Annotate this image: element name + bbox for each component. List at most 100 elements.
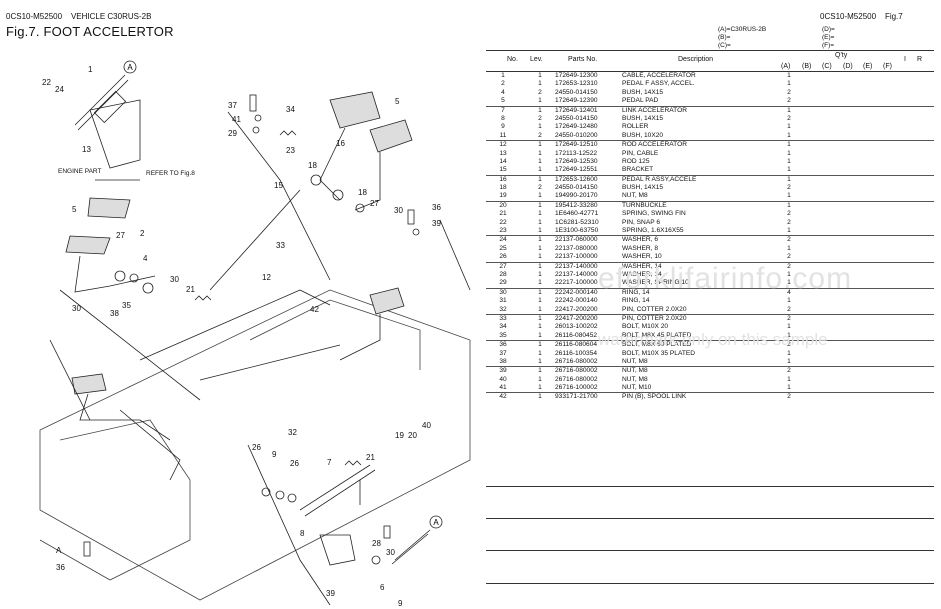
item-number: 15 bbox=[499, 166, 507, 174]
item-number: 2 bbox=[501, 80, 505, 88]
blank-rule bbox=[486, 550, 934, 551]
level: 1 bbox=[538, 123, 542, 131]
part-number: 172649-12300 bbox=[555, 72, 598, 79]
description: PEDAL PAD bbox=[622, 97, 659, 105]
item-number: 37 bbox=[499, 349, 507, 357]
item-number: 9 bbox=[501, 123, 505, 131]
balloon-a-top bbox=[123, 60, 137, 74]
level: 1 bbox=[538, 323, 542, 331]
table-top-rule bbox=[486, 50, 934, 51]
level: 1 bbox=[538, 305, 542, 313]
level: 1 bbox=[538, 253, 542, 261]
description: BUSH, 14X15 bbox=[622, 184, 664, 192]
qty-a: 1 bbox=[787, 131, 791, 139]
part-callout: 24 bbox=[55, 85, 64, 94]
part-callout: 30 bbox=[170, 275, 179, 284]
qty-a: 2 bbox=[787, 262, 791, 270]
part-number: 26716-080002 bbox=[555, 357, 598, 365]
col-header-qty-d: (D) bbox=[843, 63, 853, 70]
item-number: 27 bbox=[499, 262, 507, 270]
part-number: 22137-140000 bbox=[555, 262, 598, 270]
part-callout: 19 bbox=[395, 431, 404, 440]
item-number: 29 bbox=[499, 279, 507, 287]
model-legend-right: (D)= (E)= (F)= bbox=[822, 26, 835, 50]
level: 1 bbox=[538, 262, 542, 270]
level: 1 bbox=[538, 166, 542, 174]
qty-a: 1 bbox=[787, 106, 791, 114]
description: ROD ACCELERATOR bbox=[622, 141, 687, 149]
qty-a: 2 bbox=[787, 253, 791, 261]
part-callout: 1 bbox=[88, 65, 93, 74]
item-number: 22 bbox=[499, 218, 507, 226]
level: 2 bbox=[538, 131, 542, 139]
legend-c: (C)= bbox=[718, 42, 731, 49]
part-callout: 26 bbox=[290, 459, 299, 468]
item-number: 34 bbox=[499, 323, 507, 331]
item-number: 13 bbox=[499, 149, 507, 157]
item-number: 8 bbox=[501, 114, 505, 122]
part-code: 0CS10-M52500 bbox=[6, 12, 63, 21]
level: 1 bbox=[538, 384, 542, 392]
part-callout: 21 bbox=[366, 453, 375, 462]
part-number: 24550-010200 bbox=[555, 131, 598, 139]
qty-a: 1 bbox=[787, 244, 791, 252]
col-header-qty-a: (A) bbox=[781, 63, 791, 70]
level: 1 bbox=[538, 157, 542, 165]
part-number: 22137-100000 bbox=[555, 253, 598, 261]
qty-a: 2 bbox=[787, 314, 791, 322]
level: 1 bbox=[538, 175, 542, 183]
col-header-qty-b: (B) bbox=[802, 63, 812, 70]
part-callout: 13 bbox=[82, 145, 91, 154]
level: 1 bbox=[538, 393, 542, 401]
level: 1 bbox=[538, 349, 542, 357]
part-number: 26116-080452 bbox=[555, 331, 598, 339]
item-number: 20 bbox=[499, 201, 507, 209]
part-callout: 4 bbox=[143, 254, 148, 263]
part-number: 195412-33280 bbox=[555, 201, 598, 209]
balloon-a-bottom-label: A bbox=[433, 518, 439, 527]
part-number: 26116-100354 bbox=[555, 349, 598, 357]
part-number: 172653-12600 bbox=[555, 175, 598, 183]
part-number: 172653-12310 bbox=[555, 80, 598, 88]
qty-a: 1 bbox=[787, 349, 791, 357]
part-number: 172649-12401 bbox=[555, 106, 598, 114]
col-header-lev: Lev. bbox=[530, 56, 543, 63]
part-callout: 2 bbox=[140, 229, 145, 238]
part-callout: 16 bbox=[336, 139, 345, 148]
level: 1 bbox=[538, 331, 542, 339]
level: 1 bbox=[538, 288, 542, 296]
level: 1 bbox=[538, 192, 542, 200]
part-callout: A bbox=[56, 546, 62, 555]
col-header-r: R bbox=[917, 56, 923, 63]
model-legend-left: (A)=C30RUS-2B (B)= (C)= bbox=[718, 26, 766, 50]
part-callout: 39 bbox=[326, 589, 335, 598]
description: PIN (B), SPOOL LINK bbox=[622, 393, 687, 401]
level: 1 bbox=[538, 201, 542, 209]
level: 1 bbox=[538, 149, 542, 157]
col-header-qty-f: (F) bbox=[883, 63, 892, 70]
description: RING, 14 bbox=[622, 297, 650, 305]
part-number: 1E6460-42771 bbox=[555, 210, 599, 218]
qty-a: 2 bbox=[787, 210, 791, 218]
part-number: 24550-014150 bbox=[555, 88, 598, 96]
level: 1 bbox=[538, 270, 542, 278]
item-number: 1 bbox=[501, 72, 505, 79]
qty-a: 4 bbox=[787, 288, 791, 296]
